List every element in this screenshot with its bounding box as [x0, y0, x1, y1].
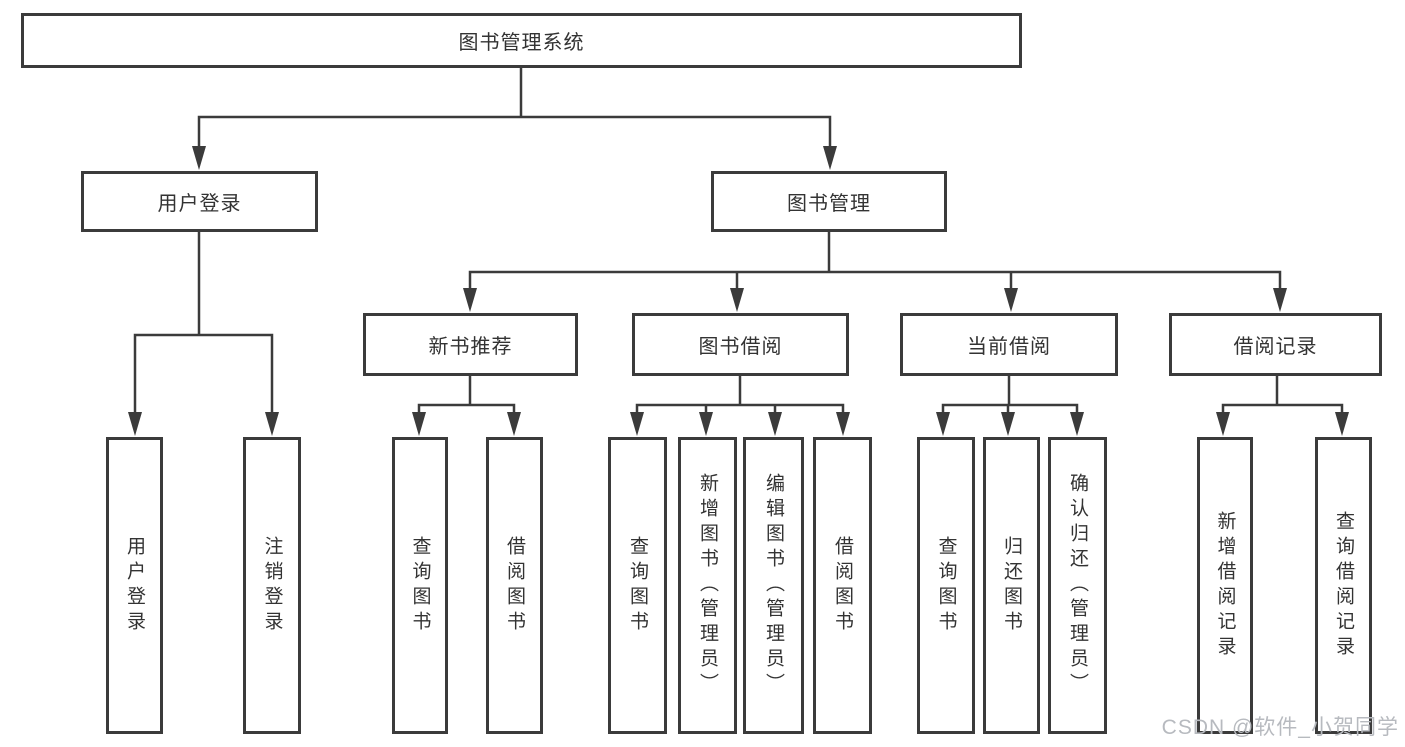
- leaf-logout: 注销登录: [243, 437, 301, 734]
- csdn-watermark: CSDN @软件_小贺同学: [1161, 716, 1399, 739]
- leaf-rec-query-books-label: 查询图书: [409, 535, 431, 636]
- connector-new-book-rec-to-leaves: [412, 376, 521, 436]
- node-root-label: 图书管理系统: [458, 32, 585, 54]
- arrowhead: [1273, 288, 1287, 312]
- node-root: 图书管理系统: [21, 13, 1022, 68]
- leaf-user-login: 用户登录: [106, 437, 163, 734]
- leaf-bb-add-book-admin: 新增图书（管理员）: [678, 437, 737, 734]
- arrowhead: [265, 412, 279, 436]
- node-borrow-record-label: 借阅记录: [1233, 336, 1318, 358]
- arrowhead: [630, 412, 644, 436]
- arrowhead: [507, 412, 521, 436]
- leaf-cb-query-books-label: 查询图书: [935, 535, 957, 636]
- node-user-login: 用户登录: [81, 171, 318, 232]
- node-book-borrow-label: 图书借阅: [698, 336, 783, 358]
- arrowhead: [1070, 412, 1084, 436]
- leaf-br-query-record-label: 查询借阅记录: [1333, 510, 1354, 661]
- node-new-book-rec-label: 新书推荐: [428, 336, 513, 358]
- node-borrow-record: 借阅记录: [1169, 313, 1382, 376]
- leaf-user-login-label: 用户登录: [124, 535, 145, 636]
- leaf-bb-borrow-books-label: 借阅图书: [832, 535, 853, 636]
- arrowhead: [1004, 288, 1018, 312]
- connector-user-login-to-leaves: [128, 232, 279, 436]
- node-book-mgmt-label: 图书管理: [787, 193, 871, 215]
- node-user-login-label: 用户登录: [157, 193, 242, 215]
- leaf-br-add-record-label: 新增借阅记录: [1214, 510, 1236, 661]
- leaf-rec-borrow-books-label: 借阅图书: [504, 535, 525, 636]
- leaf-br-add-record: 新增借阅记录: [1197, 437, 1253, 734]
- leaf-bb-edit-book-admin-label: 编辑图书（管理员）: [763, 473, 784, 698]
- arrowhead: [836, 412, 850, 436]
- leaf-cb-query-books: 查询图书: [917, 437, 975, 734]
- connector-root-to-level2: [192, 68, 837, 170]
- node-new-book-rec: 新书推荐: [363, 313, 578, 376]
- arrowhead: [128, 412, 142, 436]
- connector-current-borrow-to-leaves: [936, 376, 1084, 436]
- leaf-bb-borrow-books: 借阅图书: [813, 437, 872, 734]
- arrowhead: [1216, 412, 1230, 436]
- leaf-bb-add-book-admin-label: 新增图书（管理员）: [697, 473, 718, 698]
- leaf-bb-query-books: 查询图书: [608, 437, 667, 734]
- node-book-mgmt: 图书管理: [711, 171, 947, 232]
- leaf-bb-query-books-label: 查询图书: [627, 535, 648, 636]
- leaf-cb-return-book-label: 归还图书: [1001, 535, 1022, 636]
- connector-borrow-record-to-leaves: [1216, 376, 1349, 436]
- leaf-bb-edit-book-admin: 编辑图书（管理员）: [743, 437, 804, 734]
- node-current-borrow: 当前借阅: [900, 313, 1118, 376]
- arrowhead: [412, 412, 426, 436]
- arrowhead: [823, 146, 837, 170]
- leaf-logout-label: 注销登录: [261, 535, 283, 636]
- arrowhead: [1001, 412, 1015, 436]
- leaf-rec-query-books: 查询图书: [392, 437, 448, 734]
- arrowhead: [768, 412, 782, 436]
- node-book-borrow: 图书借阅: [632, 313, 849, 376]
- leaf-cb-confirm-return-admin: 确认归还（管理员）: [1048, 437, 1107, 734]
- leaf-br-query-record: 查询借阅记录: [1315, 437, 1372, 734]
- connector-book-borrow-to-leaves: [630, 376, 850, 436]
- connector-book-mgmt-to-level3: [463, 232, 1287, 312]
- arrowhead: [463, 288, 477, 312]
- arrowhead: [699, 412, 713, 436]
- leaf-rec-borrow-books: 借阅图书: [486, 437, 543, 734]
- arrowhead: [1335, 412, 1349, 436]
- leaf-cb-return-book: 归还图书: [983, 437, 1040, 734]
- leaf-cb-confirm-return-admin-label: 确认归还（管理员）: [1067, 473, 1088, 698]
- node-current-borrow-label: 当前借阅: [967, 336, 1051, 358]
- arrowhead: [192, 146, 206, 170]
- arrowhead: [730, 288, 744, 312]
- arrowhead: [936, 412, 950, 436]
